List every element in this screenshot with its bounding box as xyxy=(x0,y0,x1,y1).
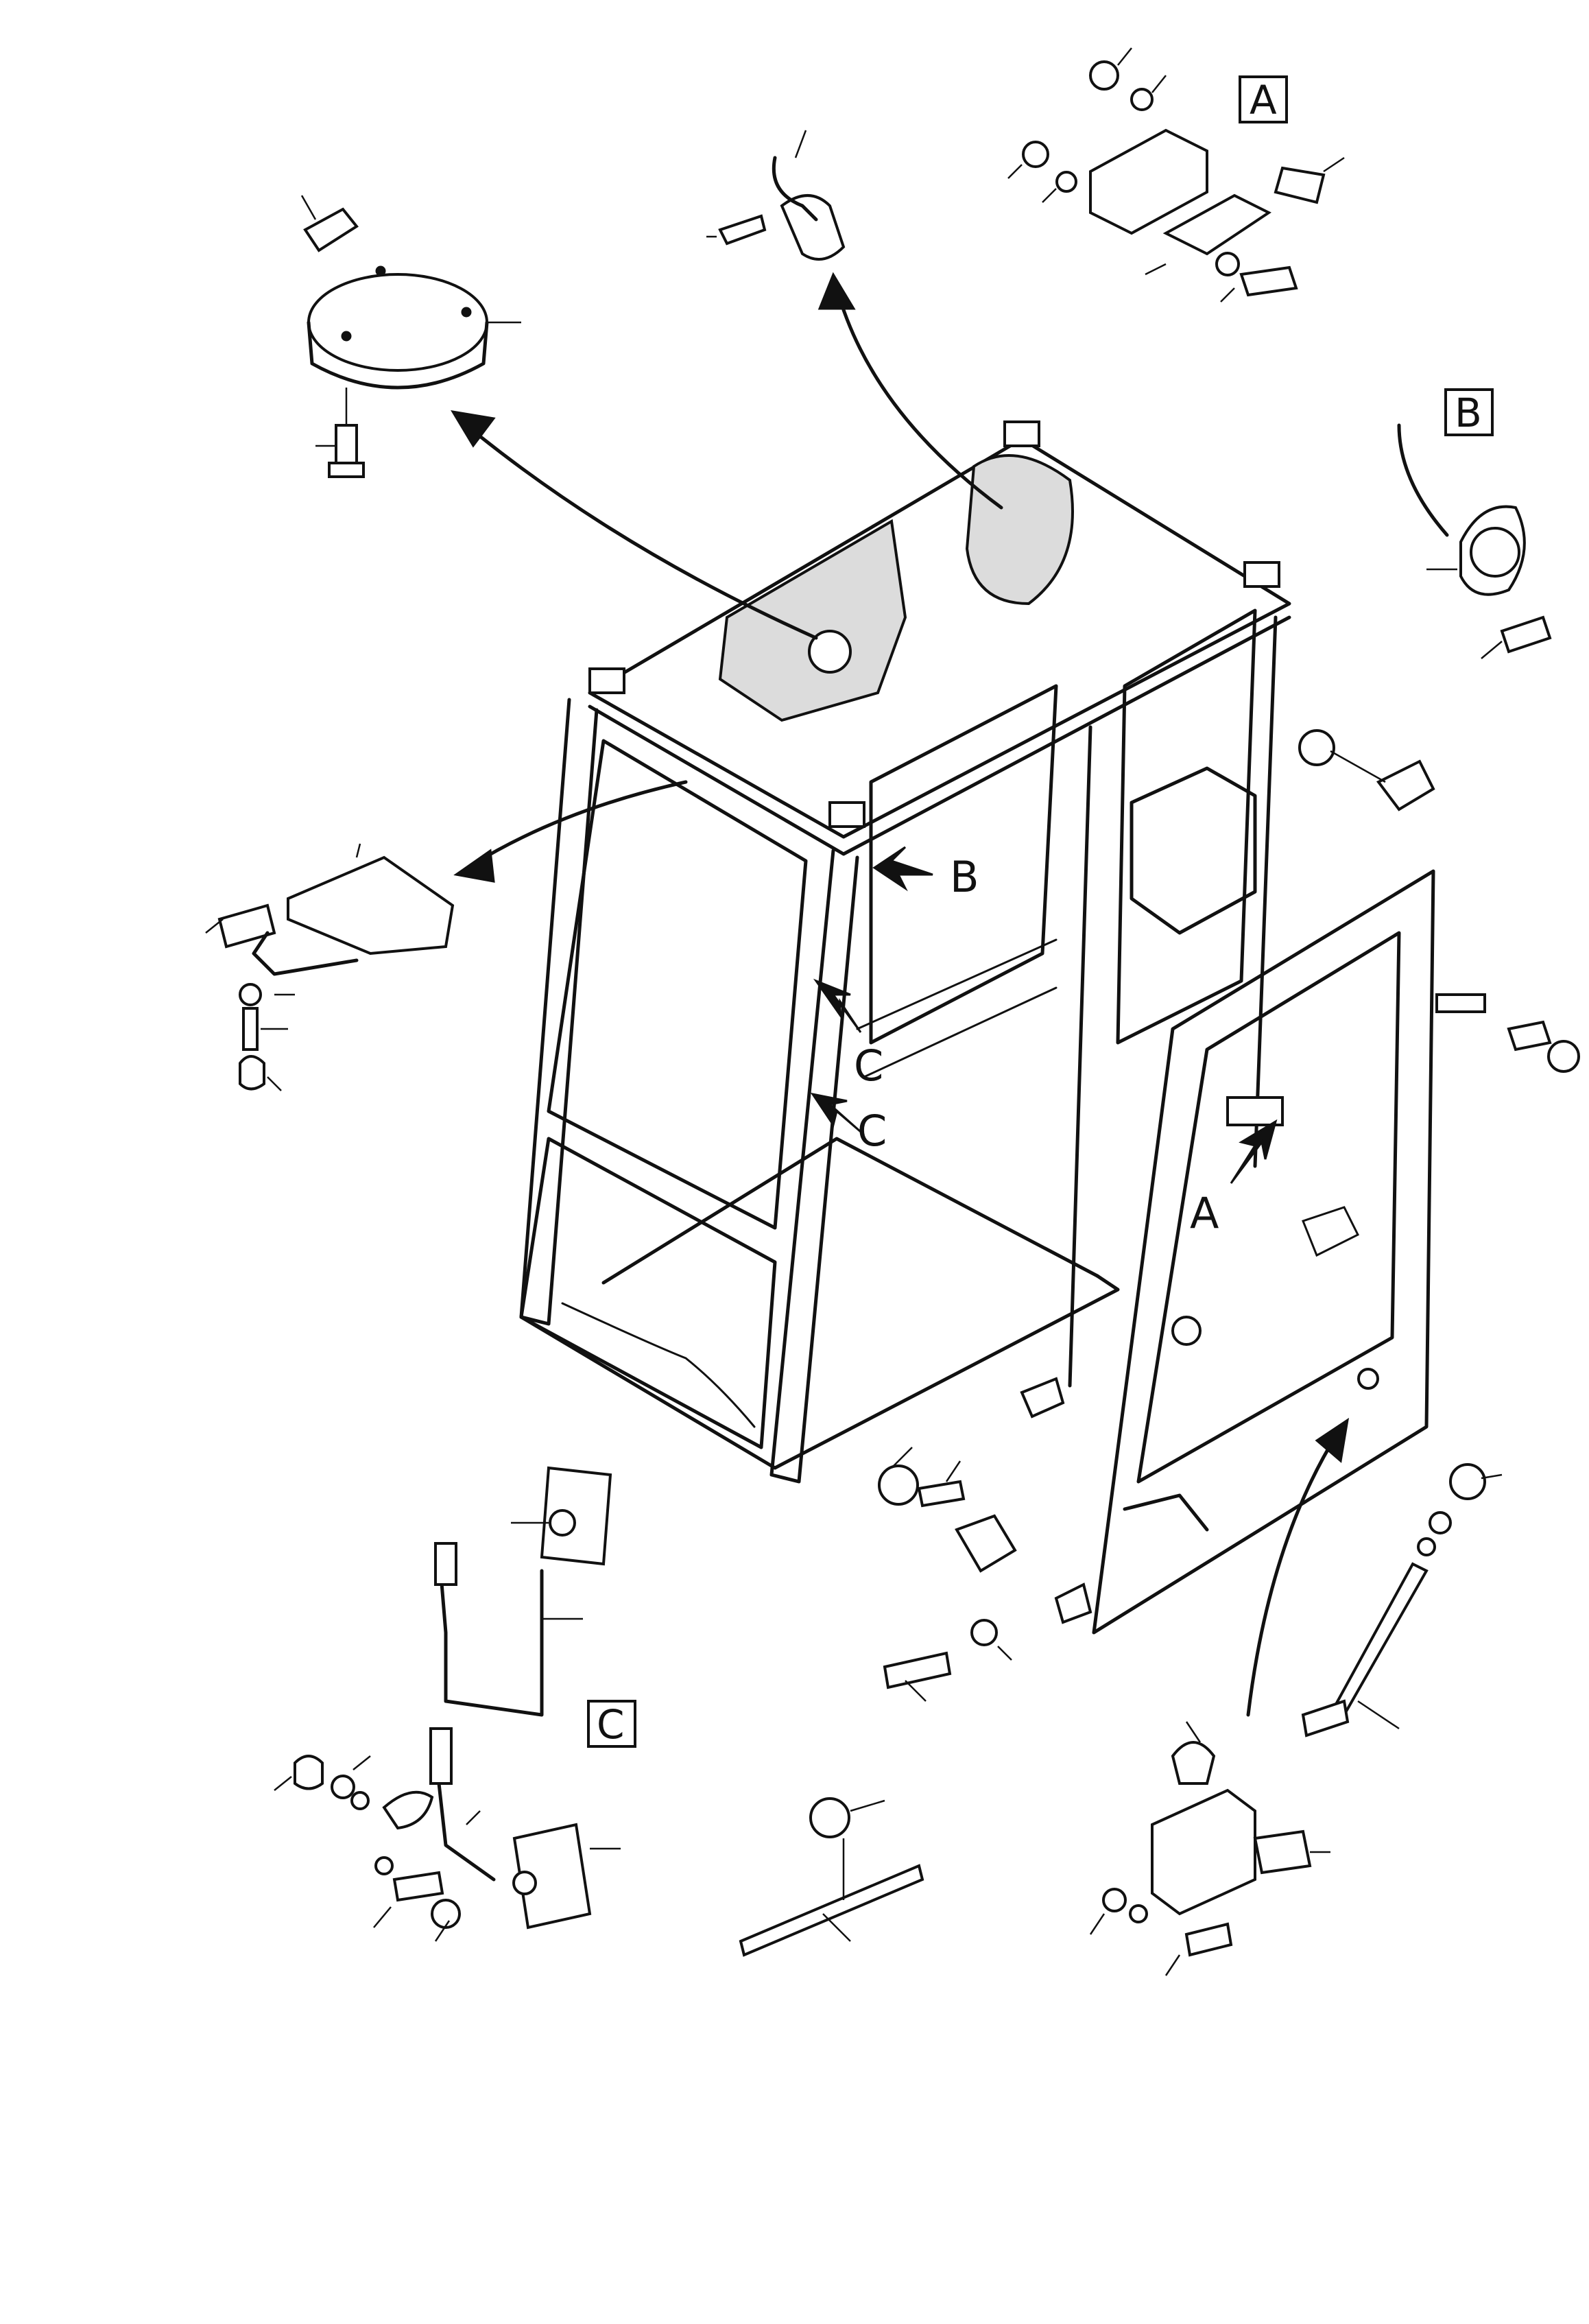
hinge-bracket xyxy=(1435,993,1486,1013)
nut xyxy=(1429,1511,1452,1534)
nut xyxy=(331,1775,355,1799)
roof-hook-plate xyxy=(965,454,1074,606)
rod xyxy=(1332,1562,1429,1717)
detail-a-latch: A xyxy=(1007,47,1345,303)
arrow-c-lower xyxy=(810,1092,861,1133)
rubber-stop xyxy=(1274,166,1326,204)
cap xyxy=(431,1899,461,1929)
roof-pad xyxy=(1243,561,1280,588)
cap-nut xyxy=(239,1055,265,1091)
door-lock-hardware xyxy=(878,1377,1209,1702)
catch-hook xyxy=(1253,1829,1312,1875)
nut xyxy=(1089,60,1119,91)
roof-hook-assembly xyxy=(706,130,846,261)
detail-box-a-label: A xyxy=(1250,77,1277,123)
bolt xyxy=(917,1480,966,1508)
screw xyxy=(1239,265,1298,297)
cap xyxy=(878,1465,919,1506)
screw xyxy=(883,1651,952,1689)
washer xyxy=(350,1791,370,1810)
clamp xyxy=(382,1790,434,1830)
washer xyxy=(1215,252,1240,276)
latch-bracket xyxy=(1089,128,1208,235)
roof-pad xyxy=(828,801,865,828)
rubber-stopper xyxy=(1449,1463,1486,1500)
striker-plate xyxy=(1162,193,1271,256)
detail-box-c-label: C xyxy=(597,1701,625,1748)
detail-c-mirror-mount: C xyxy=(274,1700,636,1942)
socket-screw xyxy=(1500,615,1552,654)
washer xyxy=(1130,88,1154,111)
dome-light-socket xyxy=(808,630,852,674)
cap xyxy=(1547,1040,1580,1073)
catch-body xyxy=(1151,1788,1256,1916)
roof-pad xyxy=(1003,420,1040,447)
nut xyxy=(1022,141,1049,168)
door-bracket xyxy=(1226,1096,1284,1126)
washer xyxy=(1129,1904,1148,1923)
bolt xyxy=(392,1871,444,1902)
dome-mount-bolt xyxy=(335,424,358,468)
visor-bracket xyxy=(217,903,276,949)
arrow-c-upper xyxy=(813,978,862,1033)
washer xyxy=(1055,171,1077,193)
dome-light-assembly xyxy=(300,195,521,478)
latch-pin xyxy=(1054,1582,1092,1624)
door-pin xyxy=(739,1864,924,1957)
lock-bracket xyxy=(955,1514,1017,1573)
visor-bolt xyxy=(242,1007,259,1051)
arrow-label-a: A xyxy=(1190,1188,1219,1238)
mirror-glass xyxy=(512,1823,592,1930)
arrow-label-c-lower: C xyxy=(857,1106,887,1156)
detail-box-b xyxy=(1444,388,1494,436)
door-latch-hole xyxy=(1357,1368,1379,1390)
roof-pad xyxy=(588,667,625,694)
door-pin-assembly xyxy=(739,1797,924,1957)
rear-wiper-parts xyxy=(1298,729,1580,1073)
cap-nut xyxy=(294,1755,324,1790)
mirror-stay-end xyxy=(434,1542,457,1586)
hook-plate xyxy=(780,194,846,261)
sun-visor-assembly xyxy=(205,843,455,1091)
nut xyxy=(1102,1888,1127,1912)
washer xyxy=(239,983,262,1006)
catch-lever xyxy=(1171,1741,1216,1785)
sun-visor xyxy=(287,855,455,956)
hinge-pin xyxy=(1507,1020,1552,1052)
arrow-a xyxy=(1230,1119,1278,1184)
door-bolt xyxy=(1171,1316,1202,1346)
detail-b-socket: B xyxy=(1397,388,1552,659)
dome-lamp-cover xyxy=(307,273,488,372)
arrow-b xyxy=(872,846,933,892)
callout-arrows: B C C A xyxy=(810,846,1278,1238)
washer xyxy=(374,1856,394,1875)
screw xyxy=(1184,1922,1233,1957)
hook-bolt xyxy=(718,214,767,246)
door-catch-assembly xyxy=(1089,1463,1503,1976)
rearview-mirror-assembly xyxy=(434,1466,612,1717)
detail-box-a xyxy=(1239,75,1288,123)
nut xyxy=(970,1619,998,1646)
mirror-joint xyxy=(549,1509,576,1537)
detail-box-c xyxy=(587,1700,636,1748)
arrow-label-c-upper: C xyxy=(854,1041,883,1091)
bushing xyxy=(809,1797,850,1838)
cab-door xyxy=(1092,869,1435,1635)
mirror-stay-end xyxy=(429,1727,453,1785)
lamp-bulb xyxy=(303,207,359,252)
pointer-arrows xyxy=(451,272,1350,1717)
wiper-pivot xyxy=(1376,759,1435,811)
washer xyxy=(1417,1537,1436,1556)
bolt xyxy=(1020,1377,1065,1419)
detail-box-b-label: B xyxy=(1455,390,1482,436)
mirror-glass xyxy=(540,1466,612,1566)
spring xyxy=(1301,1699,1350,1738)
roof-hatch xyxy=(718,519,907,722)
nut xyxy=(1298,729,1335,766)
arrow-label-b: B xyxy=(950,852,979,902)
cab-frame xyxy=(519,420,1291,1484)
